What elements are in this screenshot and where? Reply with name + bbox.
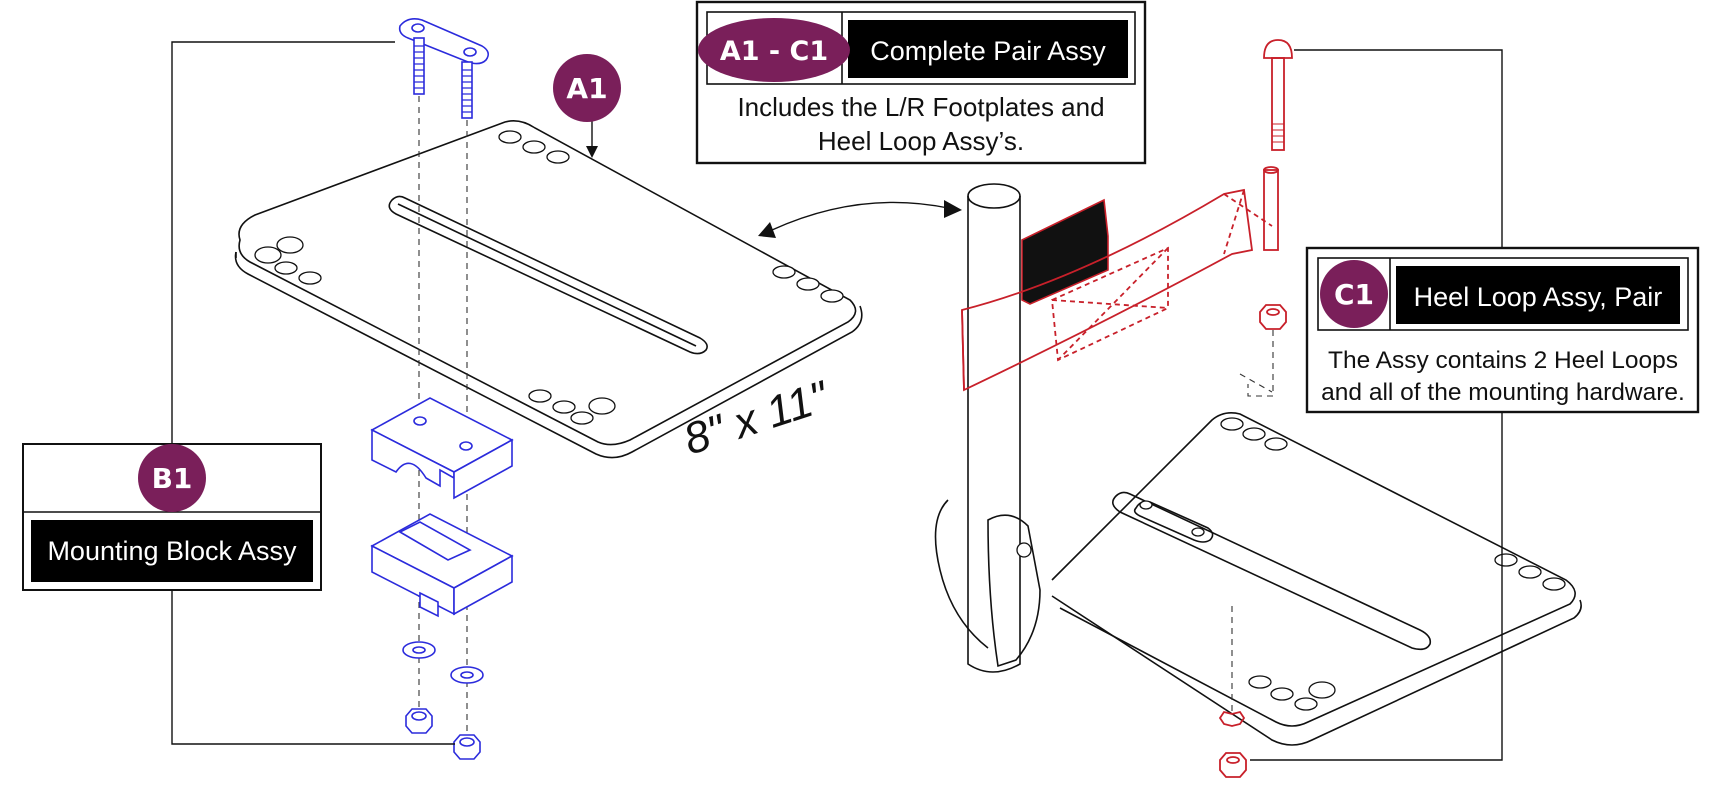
a1-c1-desc-line1: Includes the L/R Footplates and bbox=[737, 92, 1104, 122]
badge-c1 bbox=[1320, 260, 1388, 328]
badge-c1-text: C1 bbox=[1334, 278, 1374, 311]
callout-b1: Mounting Block Assy B1 bbox=[22, 443, 322, 591]
c1-desc-line2: and all of the mounting hardware. bbox=[1321, 379, 1685, 406]
callout-c1: Heel Loop Assy, Pair C1 The Assy contain… bbox=[1305, 246, 1700, 414]
badge-a1-c1 bbox=[698, 18, 850, 82]
badge-b1-text: B1 bbox=[152, 462, 193, 495]
badge-a1-c1-text: A1 - C1 bbox=[720, 36, 828, 67]
c1-title: Heel Loop Assy, Pair bbox=[1414, 282, 1663, 312]
dimension-label: 8" x 11" bbox=[678, 371, 836, 464]
mounting-hardware-blue bbox=[370, 18, 514, 760]
badge-a1 bbox=[553, 54, 621, 122]
right-footplate-assembly bbox=[934, 183, 1582, 746]
heel-loop-c1 bbox=[961, 39, 1293, 778]
link-arrow bbox=[758, 200, 962, 238]
footplate-a1-holes bbox=[254, 130, 844, 425]
c1-desc-line1: The Assy contains 2 Heel Loops bbox=[1328, 347, 1678, 374]
footplate-a1 bbox=[234, 120, 863, 459]
callout-a1-c1: Complete Pair Assy A1 - C1 Includes the … bbox=[695, 0, 1147, 165]
b1-title: Mounting Block Assy bbox=[47, 536, 297, 566]
callout-a1: A1 bbox=[553, 54, 621, 122]
a1-c1-desc-line2: Heel Loop Assy’s. bbox=[818, 126, 1024, 156]
stud-right bbox=[461, 61, 473, 119]
a1-c1-title: Complete Pair Assy bbox=[870, 36, 1106, 66]
stud-left bbox=[413, 37, 425, 95]
badge-a1-text: A1 bbox=[566, 72, 607, 105]
badge-b1 bbox=[138, 444, 206, 512]
